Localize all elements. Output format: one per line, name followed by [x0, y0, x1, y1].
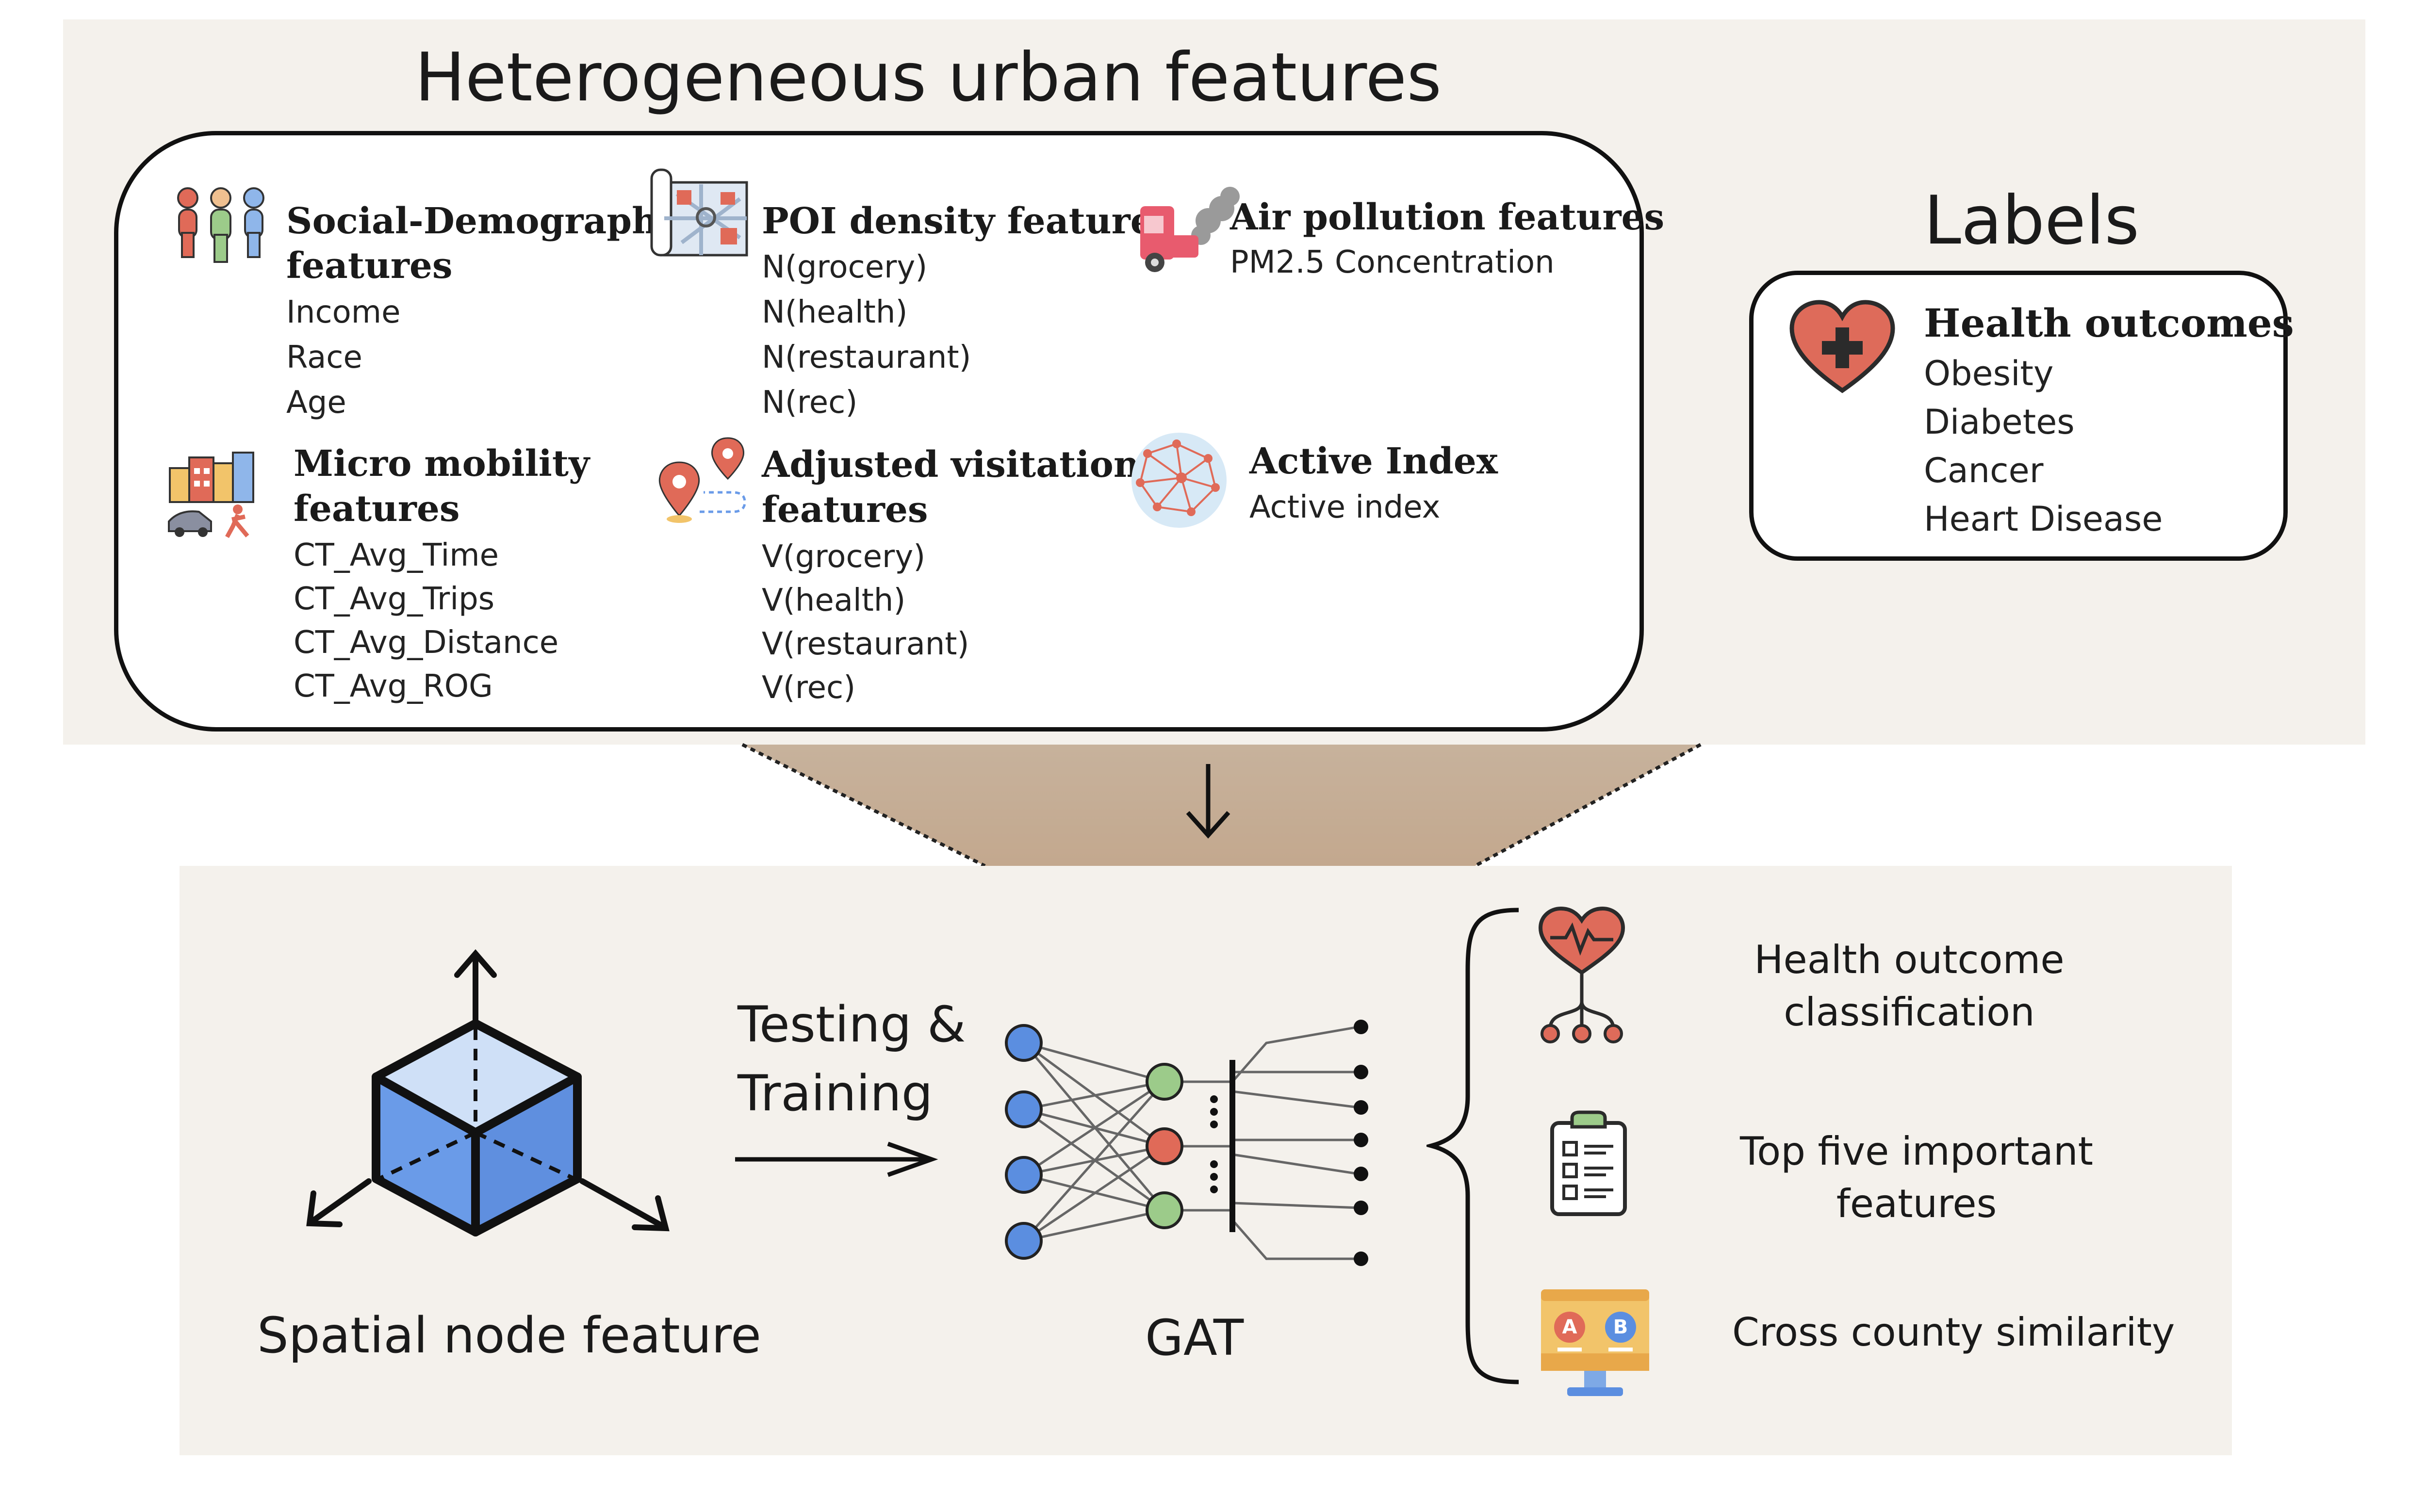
poi-items: N(grocery) N(health) N(restaurant) N(rec… [762, 245, 971, 425]
air-item: PM2.5 Concentration [1230, 244, 1555, 280]
poi-item: N(rec) [762, 385, 858, 421]
svg-text:B: B [1613, 1316, 1628, 1338]
node-caption: Spatial node feature [257, 1307, 761, 1365]
active-items: Active index [1249, 485, 1440, 530]
route-pins-icon [655, 434, 752, 533]
poi-item: N(health) [762, 294, 908, 330]
heart-tree-icon [1538, 906, 1625, 1043]
visit-heading-1: Adjusted visitation [762, 444, 1140, 486]
visit-item: V(rec) [762, 670, 856, 706]
poi-item: N(restaurant) [762, 340, 971, 375]
social-item: Race [286, 340, 362, 375]
visit-heading-2: features [762, 489, 928, 531]
labels-item: Cancer [1924, 451, 2044, 490]
air-heading-1: Air pollution features [1230, 196, 1665, 238]
clipboard-icon [1550, 1110, 1627, 1216]
car-exhaust-icon [1135, 187, 1240, 276]
visit-items: V(grocery) V(health) V(restaurant) V(rec… [762, 535, 969, 710]
svg-text:A: A [1562, 1316, 1577, 1338]
network-globe-icon [1128, 429, 1230, 533]
micro-heading-2: features [294, 488, 460, 530]
labels-items: Obesity Diabetes Cancer Heart Disease [1924, 349, 2163, 543]
output-1-line-2: classification [1784, 990, 2035, 1035]
active-item: Active index [1249, 489, 1441, 525]
down-arrow-icon [1186, 764, 1230, 839]
social-heading-2: features [286, 245, 453, 287]
visit-item: V(health) [762, 583, 906, 618]
social-item: Income [286, 294, 401, 330]
poi-heading-1: POI density features [762, 200, 1174, 242]
micro-items: CT_Avg_Time CT_Avg_Trips CT_Avg_Distance… [294, 534, 558, 708]
urban-features-box [114, 131, 1644, 732]
medical-heart-icon [1788, 298, 1897, 397]
compare-monitor-icon [1541, 1289, 1649, 1396]
labels-heading: Health outcomes [1924, 300, 2294, 346]
urban-mobility-icon [165, 449, 262, 543]
gat-network-diagram [1005, 1020, 1368, 1266]
labels-title: Labels [1924, 181, 2140, 260]
social-items: Income Race Age [286, 290, 401, 425]
micro-item: CT_Avg_Time [294, 537, 499, 573]
labels-item: Obesity [1924, 354, 2054, 393]
output-2-line-1: Top five important [1739, 1129, 2094, 1174]
micro-heading-1: Micro mobility [294, 443, 590, 485]
micro-item: CT_Avg_ROG [294, 668, 493, 704]
output-1-line-1: Health outcome [1754, 937, 2065, 982]
visit-item: V(grocery) [762, 539, 926, 575]
social-heading-1: Social-Demographic [286, 200, 694, 242]
active-heading-1: Active Index [1249, 440, 1498, 482]
micro-item: CT_Avg_Trips [294, 581, 495, 617]
cube-icon [306, 949, 670, 1236]
air-items: PM2.5 Concentration [1230, 240, 1555, 285]
labels-item: Heart Disease [1924, 499, 2163, 539]
micro-item: CT_Avg_Distance [294, 625, 559, 661]
arrow-label-1: Testing & [738, 996, 966, 1054]
visit-item: V(restaurant) [762, 626, 969, 662]
right-arrow-icon [735, 1141, 938, 1177]
social-item: Age [286, 385, 346, 421]
labels-item: Diabetes [1924, 402, 2075, 442]
curly-brace [1426, 908, 1519, 1384]
city-map-icon [648, 165, 752, 264]
urban-features-title: Heterogeneous urban features [415, 38, 1442, 116]
output-2-line-2: features [1836, 1181, 1997, 1226]
poi-item: N(grocery) [762, 249, 928, 285]
compare-monitor-letters: A B [1562, 1316, 1628, 1338]
people-icon [172, 184, 269, 269]
gat-caption: GAT [1145, 1309, 1244, 1367]
arrow-label-2: Training [738, 1065, 933, 1122]
output-3-line-1: Cross county similarity [1732, 1310, 2175, 1355]
